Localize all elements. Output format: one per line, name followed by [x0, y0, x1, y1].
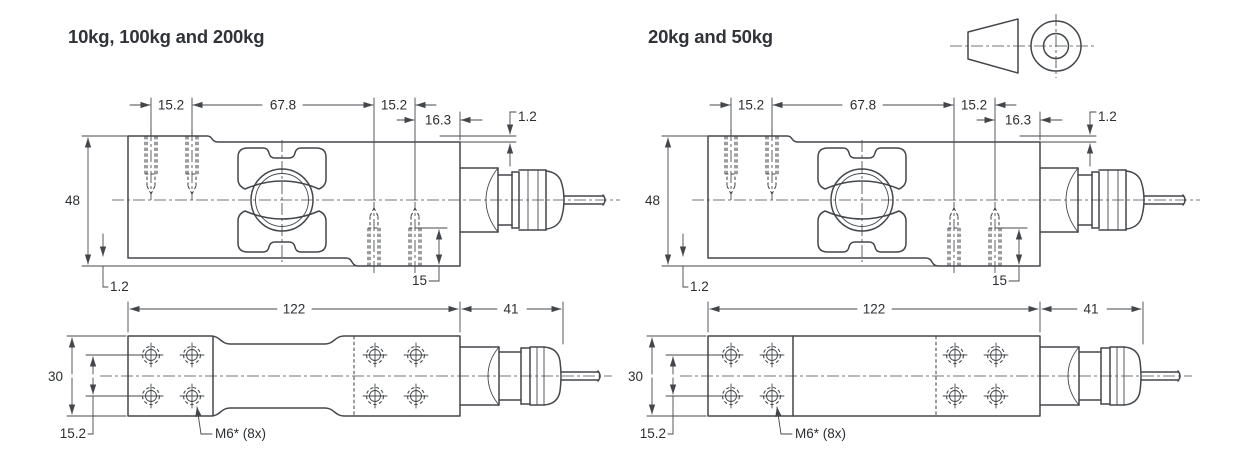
dim-width: 30	[48, 369, 63, 384]
dim-edge-distance: 16.3	[1005, 113, 1031, 128]
dim-center-span: 67.8	[270, 98, 296, 113]
left-side-cutout	[237, 139, 327, 263]
dim-top-step: 1.2	[1098, 109, 1117, 124]
dim-thread-depth: 15	[412, 273, 427, 288]
right-plan-body	[707, 335, 1041, 417]
left-side-view: 15.2 67.8 15.2 16.3 1.2 48 1.2 15	[65, 98, 620, 294]
dim-bottom-step: 1.2	[690, 279, 709, 294]
left-side-body	[82, 98, 620, 287]
dim-bottom-step: 1.2	[110, 279, 129, 294]
dim-pitch-right: 15.2	[381, 98, 407, 113]
dim-pitch-right: 15.2	[961, 98, 987, 113]
dim-body-length: 122	[283, 302, 306, 317]
right-drawing: 20kg and 50kg 15.2 67.8 15.2 16.3 1.2 48…	[628, 26, 1200, 441]
projection-cone	[967, 18, 1019, 74]
dim-pitch-left: 15.2	[738, 98, 764, 113]
right-side-view: 15.2 67.8 15.2 16.3 1.2 48 1.2 15	[645, 98, 1200, 294]
dim-center-span: 67.8	[850, 98, 876, 113]
right-side-body	[662, 98, 1200, 287]
dim-hole-spacing: 15.2	[640, 426, 666, 441]
thread-callout: M6* (8x)	[795, 426, 846, 441]
dim-gland-length: 41	[1083, 302, 1098, 317]
right-plan-view: 122 41 30 15.2 M6* (8x)	[628, 302, 1192, 441]
right-drawing-title: 20kg and 50kg	[648, 26, 773, 47]
left-plan-view: 122 41 30 15.2 M6* (8x)	[48, 302, 612, 441]
left-drawing-title: 10kg, 100kg and 200kg	[68, 26, 264, 47]
right-plan-linework	[647, 302, 1192, 434]
first-angle-projection-icon	[950, 14, 1094, 78]
left-plan-body	[127, 335, 461, 417]
dim-edge-distance: 16.3	[425, 113, 451, 128]
dim-hole-spacing: 15.2	[60, 426, 86, 441]
dim-body-length: 122	[863, 302, 886, 317]
left-drawing: 10kg, 100kg and 200kg 15.2 67.8 15.2 16.…	[48, 26, 620, 441]
dim-width: 30	[628, 369, 643, 384]
dim-height: 48	[645, 193, 660, 208]
dim-top-step: 1.2	[518, 109, 537, 124]
dim-pitch-left: 15.2	[158, 98, 184, 113]
right-side-cutout	[817, 139, 907, 263]
dim-height: 48	[65, 193, 80, 208]
dim-thread-depth: 15	[992, 273, 1007, 288]
left-plan-linework	[67, 302, 612, 434]
thread-callout: M6* (8x)	[215, 426, 266, 441]
dim-gland-length: 41	[503, 302, 518, 317]
